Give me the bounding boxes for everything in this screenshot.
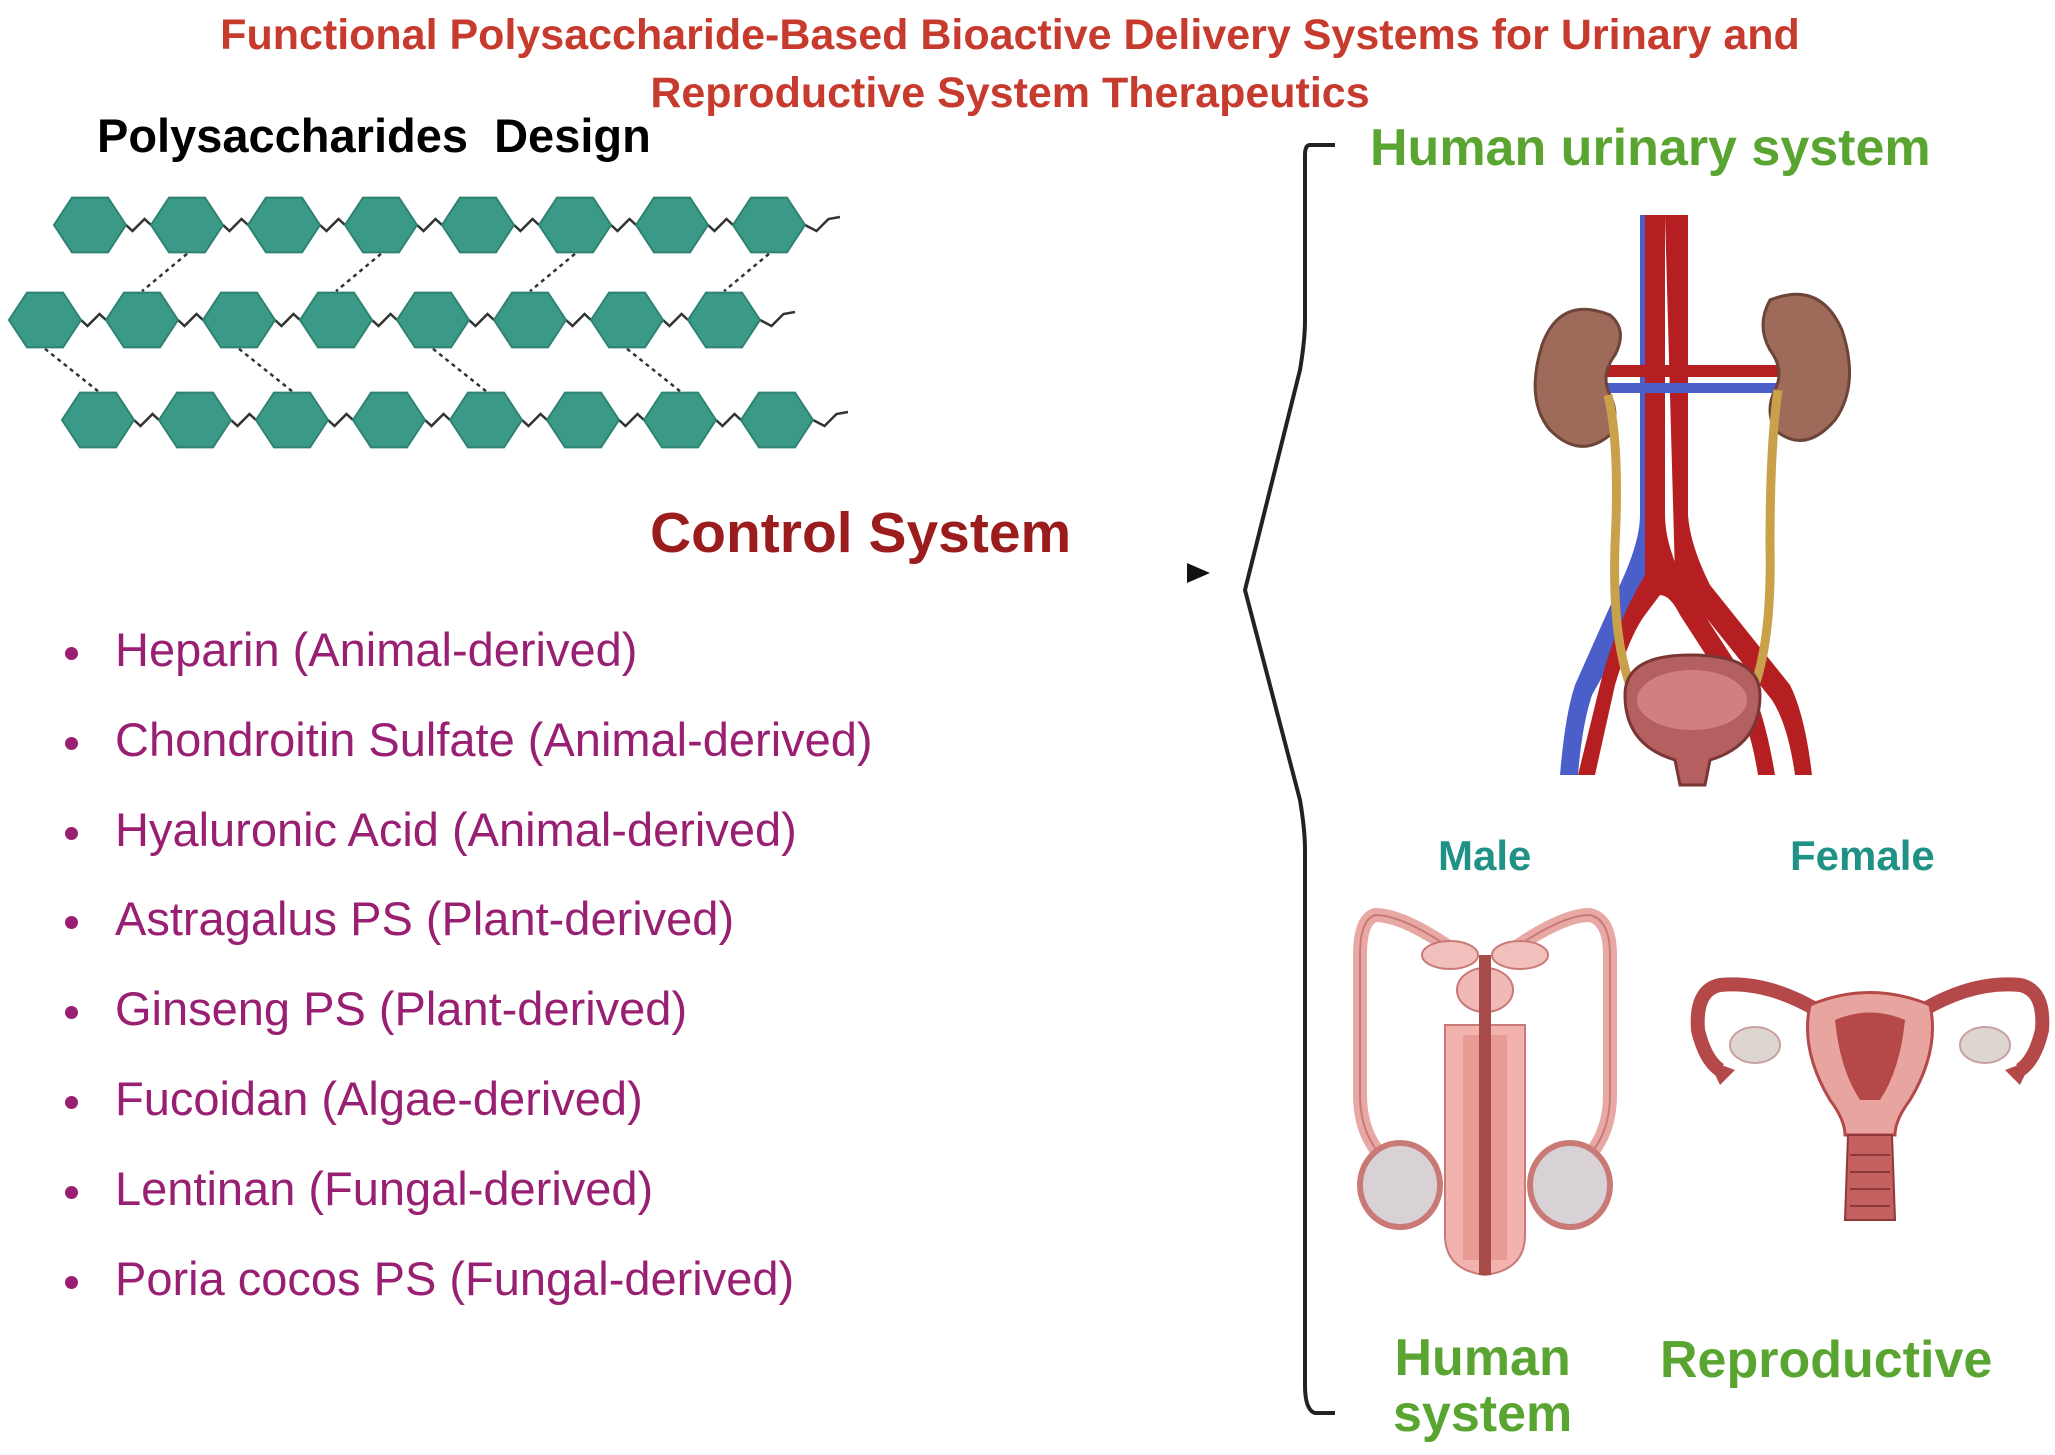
bullet-icon xyxy=(65,647,78,660)
list-item: Ginseng PS (Plant-derived) xyxy=(60,981,873,1071)
bullet-icon xyxy=(65,916,78,930)
glycosidic-link xyxy=(125,217,152,233)
hydrogen-bond xyxy=(141,252,188,293)
hexagon-unit xyxy=(254,391,330,449)
glycosidic-link xyxy=(80,312,107,328)
polysaccharide-list: Heparin (Animal-derived) Chondroitin Sul… xyxy=(60,622,873,1340)
glycosidic-link xyxy=(707,217,734,233)
bullet-icon xyxy=(65,826,78,840)
hydrogen-bond xyxy=(723,252,770,293)
glycosidic-link xyxy=(319,217,346,233)
glycosidic-link xyxy=(759,310,796,328)
list-item: Lentinan (Fungal-derived) xyxy=(60,1161,873,1251)
control-arrow xyxy=(455,563,1210,583)
glycosidic-link xyxy=(222,217,249,233)
female-label: Female xyxy=(1790,832,1935,879)
glycosidic-link xyxy=(177,312,204,328)
glycosidic-link xyxy=(416,217,443,233)
hexagon-unit xyxy=(298,291,374,349)
list-item: Chondroitin Sulfate (Animal-derived) xyxy=(60,712,873,802)
hexagon-unit xyxy=(739,391,815,449)
hydrogen-bond xyxy=(529,252,576,293)
hexagon-unit xyxy=(7,291,83,349)
hexagon-unit xyxy=(157,391,233,449)
bullet-icon xyxy=(65,736,78,750)
urinary-system-illustration xyxy=(1533,215,1852,787)
hexagon-unit xyxy=(395,291,471,349)
hexagon-unit xyxy=(351,391,427,449)
reproductive-label: Reproductive xyxy=(1660,1331,1993,1389)
bullet-icon xyxy=(65,1006,78,1020)
hexagon-unit xyxy=(246,196,322,254)
polysaccharide-chain-icon xyxy=(7,196,849,449)
list-item: Poria cocos PS (Fungal-derived) xyxy=(60,1251,873,1341)
hexagon-unit xyxy=(589,291,665,349)
glycosidic-link xyxy=(715,412,742,428)
glycosidic-link xyxy=(230,412,257,428)
hexagon-unit xyxy=(343,196,419,254)
glycosidic-link xyxy=(424,412,451,428)
glycosidic-link xyxy=(371,312,398,328)
list-item: Hyaluronic Acid (Animal-derived) xyxy=(60,802,873,892)
hexagon-unit xyxy=(52,196,128,254)
hexagon-unit xyxy=(492,291,568,349)
glycosidic-link xyxy=(565,312,592,328)
glycosidic-link xyxy=(618,412,645,428)
hexagon-unit xyxy=(537,196,613,254)
glycosidic-link xyxy=(804,215,841,233)
hexagon-unit xyxy=(60,391,136,449)
male-label: Male xyxy=(1438,832,1532,879)
bullet-icon xyxy=(65,1275,78,1289)
glycosidic-link xyxy=(812,410,849,428)
hexagon-unit xyxy=(634,196,710,254)
hexagon-unit xyxy=(545,391,621,449)
female-reproductive-illustration xyxy=(1690,977,2050,1221)
glycosidic-link xyxy=(610,217,637,233)
glycosidic-link xyxy=(521,412,548,428)
bullet-icon xyxy=(65,1095,78,1109)
male-reproductive-illustration xyxy=(1353,907,1617,1277)
glycosidic-link xyxy=(327,412,354,428)
bullet-icon xyxy=(65,1185,78,1199)
glycosidic-link xyxy=(133,412,160,428)
hexagon-unit xyxy=(149,196,225,254)
hexagon-unit xyxy=(731,196,807,254)
hydrogen-bond xyxy=(335,252,382,293)
glycosidic-link xyxy=(513,217,540,233)
human-system-label: Human system xyxy=(1393,1329,1573,1443)
control-system-label: Control System xyxy=(650,501,1072,565)
urinary-heading: Human urinary system xyxy=(1370,119,1931,177)
hydrogen-bond xyxy=(432,347,487,393)
hydrogen-bond xyxy=(626,347,681,393)
list-item: Fucoidan (Algae-derived) xyxy=(60,1071,873,1161)
design-heading: Polysaccharides Design xyxy=(97,109,651,162)
hydrogen-bond xyxy=(44,347,99,393)
figure-title: Functional Polysaccharide-Based Bioactiv… xyxy=(220,11,1800,117)
hexagon-unit xyxy=(448,391,524,449)
glycosidic-link xyxy=(274,312,301,328)
hexagon-unit xyxy=(642,391,718,449)
curly-bracket xyxy=(1242,143,1335,1415)
glycosidic-link xyxy=(662,312,689,328)
hexagon-unit xyxy=(440,196,516,254)
list-item: Astragalus PS (Plant-derived) xyxy=(60,891,873,981)
glycosidic-link xyxy=(468,312,495,328)
hexagon-unit xyxy=(201,291,277,349)
hydrogen-bond xyxy=(238,347,293,393)
hexagon-unit xyxy=(686,291,762,349)
list-item: Heparin (Animal-derived) xyxy=(60,622,873,712)
hexagon-unit xyxy=(104,291,180,349)
